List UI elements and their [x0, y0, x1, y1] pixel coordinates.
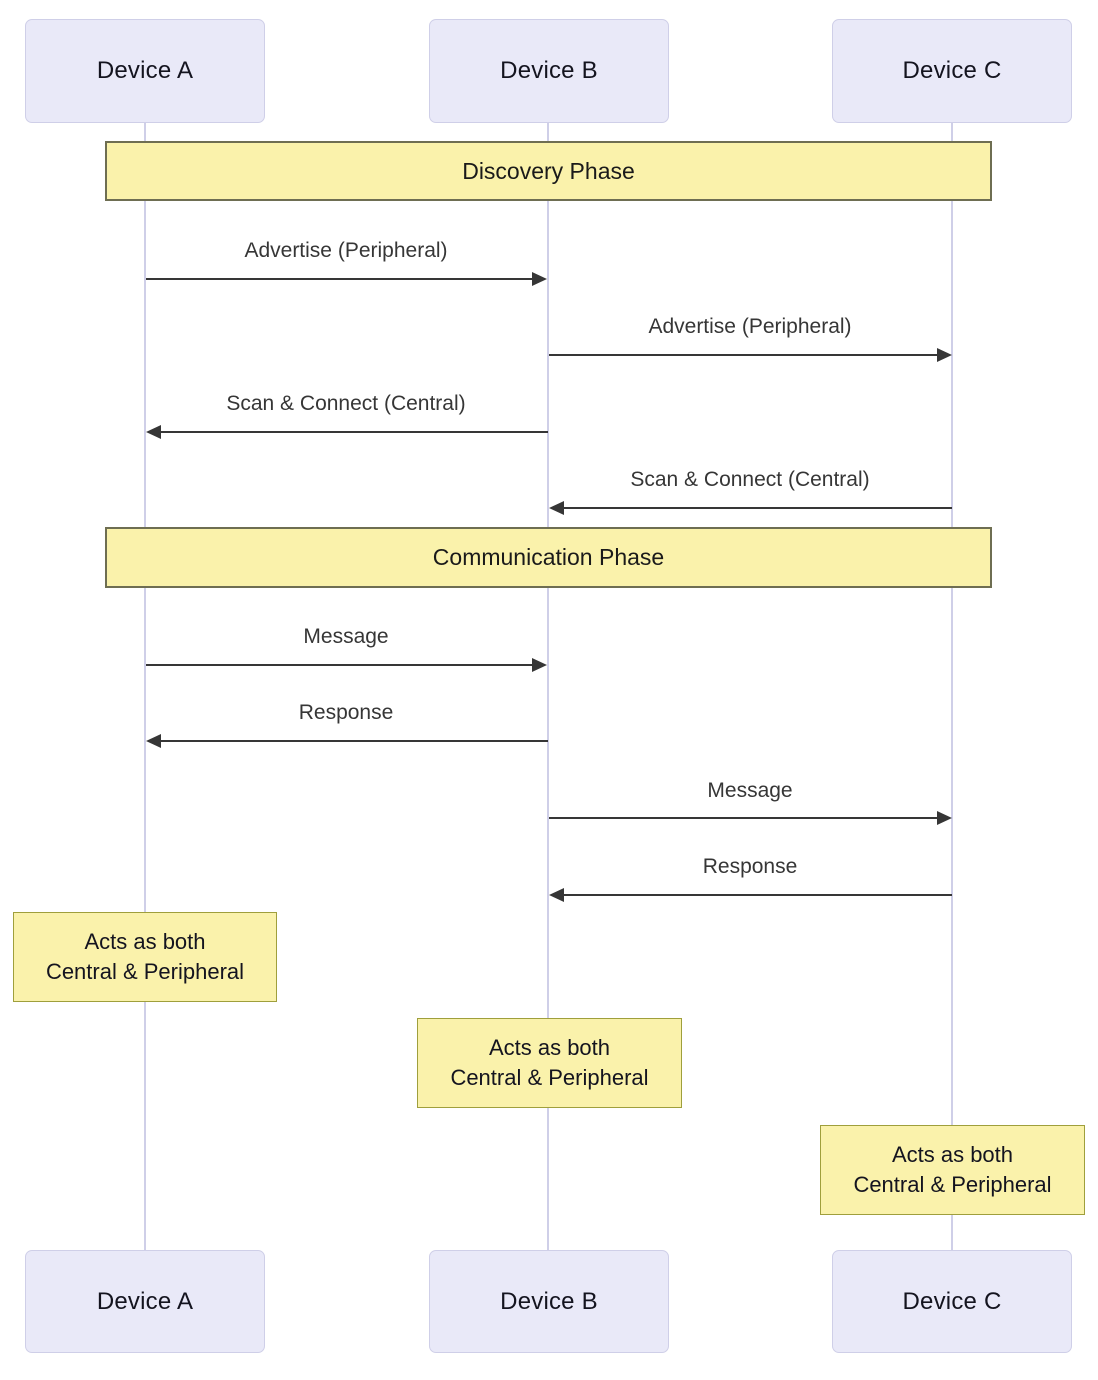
note-device-b: Acts as both Central & Peripheral — [417, 1018, 682, 1108]
message-line — [146, 278, 534, 280]
arrow-head-right — [532, 272, 547, 286]
lifeline-device-c — [951, 123, 953, 1250]
actor-box-device-a-bottom: Device A — [25, 1250, 265, 1353]
arrow-head-right — [937, 811, 952, 825]
note-device-c: Acts as both Central & Peripheral — [820, 1125, 1085, 1215]
actor-box-device-a-top: Device A — [25, 19, 265, 123]
actor-label: Device A — [96, 57, 194, 84]
actor-label: Device B — [500, 1287, 598, 1315]
arrow-head-left — [549, 501, 564, 515]
actor-label: Device C — [902, 1287, 1002, 1315]
phase-banner-communication: Communication Phase — [105, 527, 992, 588]
message-line — [564, 507, 952, 509]
note-text-line: Acts as both — [84, 929, 206, 954]
arrow-head-left — [146, 734, 161, 748]
message-line — [564, 894, 952, 896]
message-line — [161, 740, 548, 742]
note-text-line: Acts as both — [891, 1142, 1014, 1167]
message-label: Advertise (Peripheral) — [244, 239, 448, 262]
note-text-line: Central & Peripheral — [45, 959, 245, 984]
note-device-a: Acts as both Central & Peripheral — [13, 912, 277, 1002]
message-label: Message — [303, 625, 389, 648]
message-label: Message — [707, 779, 793, 802]
phase-banner-label: Discovery Phase — [462, 157, 635, 184]
message-label: Scan & Connect (Central) — [226, 392, 466, 415]
actor-label: Device B — [500, 57, 598, 84]
arrow-head-right — [937, 348, 952, 362]
actor-box-device-b-bottom: Device B — [429, 1250, 669, 1353]
actor-box-device-b-top: Device B — [429, 19, 669, 123]
actor-label: Device A — [96, 1287, 194, 1315]
message-line — [161, 431, 548, 433]
arrow-head-right — [532, 658, 547, 672]
actor-box-device-c-top: Device C — [832, 19, 1072, 123]
note-text-line: Central & Peripheral — [853, 1172, 1052, 1197]
message-label: Response — [702, 855, 798, 878]
phase-banner-label: Communication Phase — [432, 544, 665, 570]
note-text-line: Acts as both — [488, 1035, 611, 1060]
actor-label: Device C — [902, 57, 1002, 84]
message-label: Scan & Connect (Central) — [630, 468, 870, 491]
phase-banner-discovery: Discovery Phase — [105, 141, 992, 201]
lifeline-device-b — [547, 123, 549, 1250]
arrow-head-left — [549, 888, 564, 902]
message-label: Advertise (Peripheral) — [648, 315, 852, 338]
message-line — [146, 664, 534, 666]
message-label: Response — [298, 701, 394, 724]
note-text-line: Central & Peripheral — [450, 1065, 649, 1090]
message-line — [549, 817, 937, 819]
actor-box-device-c-bottom: Device C — [832, 1250, 1072, 1353]
arrow-head-left — [146, 425, 161, 439]
message-line — [549, 354, 937, 356]
lifeline-device-a — [144, 123, 146, 1250]
